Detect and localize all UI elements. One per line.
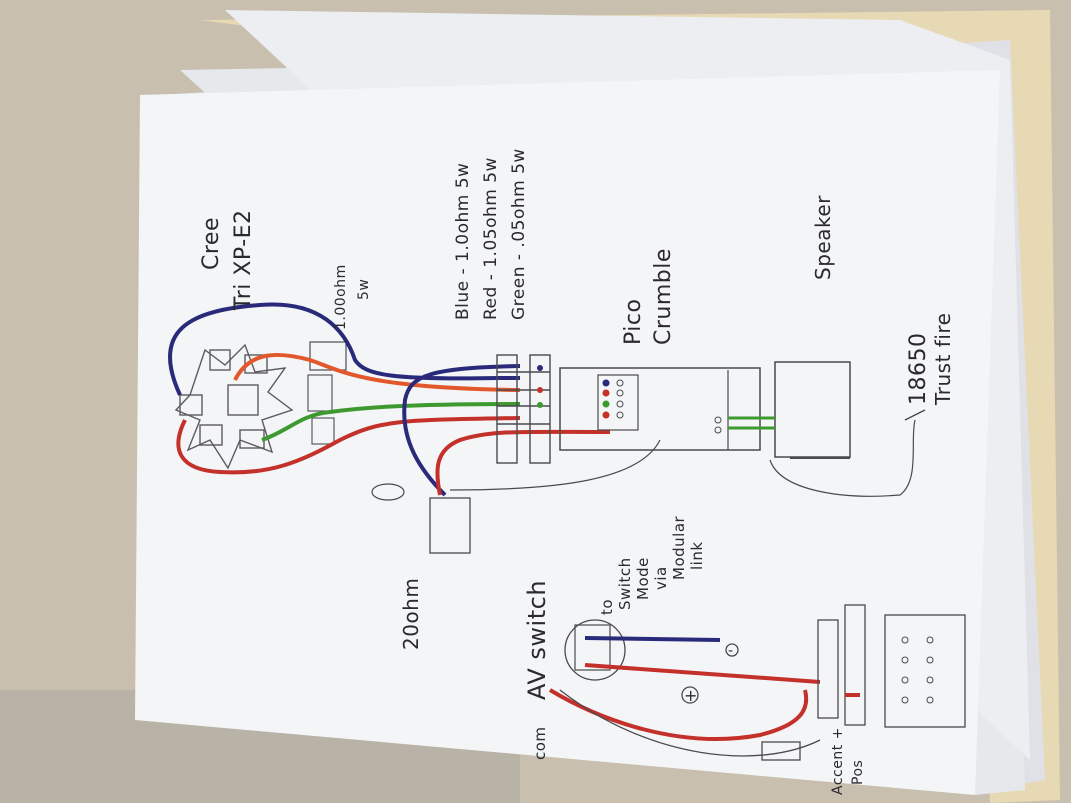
label-mode-via: via — [652, 566, 670, 590]
label-com: com — [531, 726, 549, 760]
label-accent-pos: Pos — [850, 760, 866, 785]
label-mode-modular: Modular — [670, 515, 688, 580]
wire-green — [261, 402, 521, 442]
battery-cell-1 — [817, 619, 839, 719]
label-av-switch: AV switch — [523, 580, 551, 700]
wire-orange — [233, 352, 521, 392]
label-mode-link: link — [688, 541, 706, 570]
wire-blue-led — [167, 302, 520, 396]
label-battery-brand: Trust fire — [931, 313, 955, 406]
led-resistor-body — [309, 341, 347, 371]
label-res-green: Green - .05ohm 5w — [509, 148, 529, 320]
pin-blue — [537, 365, 543, 371]
label-resistor-20ohm: 20ohm — [399, 578, 423, 650]
led-center-pad — [227, 384, 259, 416]
label-res-red: Red - 1.05ohm 5w — [481, 157, 501, 320]
label-led-title-2: Tri XP-E2 — [231, 209, 256, 311]
pico-pin-block — [597, 374, 639, 431]
label-accent-plus: Accent + — [830, 727, 846, 795]
label-led-resistor-watt: 5w — [356, 279, 372, 300]
wire-blue-switch — [402, 364, 521, 497]
wire-blue-switch-lower — [584, 636, 721, 642]
pin-red — [537, 387, 543, 393]
label-pico: Pico — [621, 299, 646, 345]
wire-pencil-arc — [559, 689, 821, 757]
label-speaker: Speaker — [811, 195, 835, 280]
wire-pencil-2 — [769, 419, 916, 497]
label-mode-mode: Mode — [634, 557, 652, 600]
label-minus: - — [728, 643, 734, 659]
wire-pencil-1 — [449, 439, 661, 491]
plus-terminal — [681, 686, 699, 704]
label-res-blue: Blue - 1.0ohm 5w — [453, 163, 473, 320]
label-battery-model: 18650 — [906, 333, 931, 406]
wire-red-switch-lower — [584, 663, 821, 684]
label-crumble: Crumble — [651, 248, 676, 345]
label-mode-to: to — [598, 599, 616, 615]
pin-green — [537, 402, 543, 408]
connector-small — [761, 741, 801, 761]
red-resistor-body — [307, 374, 333, 412]
label-led-resistor: 1.00ohm — [333, 264, 349, 330]
switch-outline — [564, 619, 626, 681]
charging-board — [884, 614, 966, 728]
label-led-title-1: Cree — [199, 217, 224, 270]
minus-terminal — [725, 643, 739, 657]
label-plus: + — [684, 686, 698, 705]
av-switch-assembly — [548, 604, 966, 761]
green-resistor-body — [311, 417, 335, 445]
switch-connector — [429, 497, 471, 554]
charging-board-pads — [901, 636, 934, 704]
wire-red-led — [176, 416, 521, 475]
battery-cell-2 — [844, 604, 866, 726]
pico-crumble-board — [559, 367, 761, 451]
wire-red-switch — [435, 429, 611, 496]
resistor-20ohm-body — [371, 483, 405, 501]
label-mode-switch: Switch — [616, 557, 634, 610]
